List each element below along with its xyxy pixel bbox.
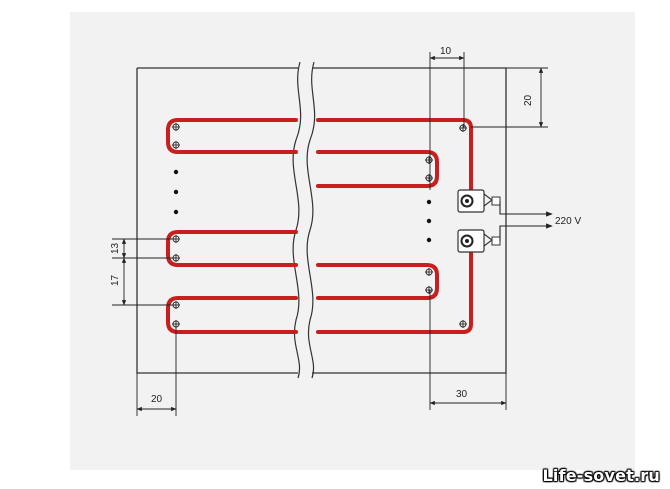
dim-label-terminal-offset: 10 [440,46,452,57]
dim-label-loop-width: 13 [110,242,121,254]
dimension-right-margin [429,290,507,410]
dim-label-left-margin: 20 [151,394,163,405]
dimension-left-margin [136,324,177,416]
supply-leads [499,201,553,241]
ellipsis-dots-icon [173,169,432,243]
heating-wire [166,118,473,334]
terminal-icon [457,229,501,253]
terminal-icon [457,189,501,213]
dim-label-loop-pitch: 17 [110,274,121,286]
supply-voltage-label: 220 V [555,216,581,227]
plate-outline-right [312,67,507,374]
dimension-terminal-offset [429,52,465,190]
dimension-loop [112,238,176,306]
dim-label-top-margin: 20 [523,94,534,106]
break-mark-icon [306,61,316,379]
dim-label-right-margin: 30 [456,389,468,400]
watermark-logo: Life-sovet.ru [542,466,660,485]
dimension-top-margin [471,67,548,128]
pin-icon [172,123,467,328]
break-mark-icon [292,61,302,379]
